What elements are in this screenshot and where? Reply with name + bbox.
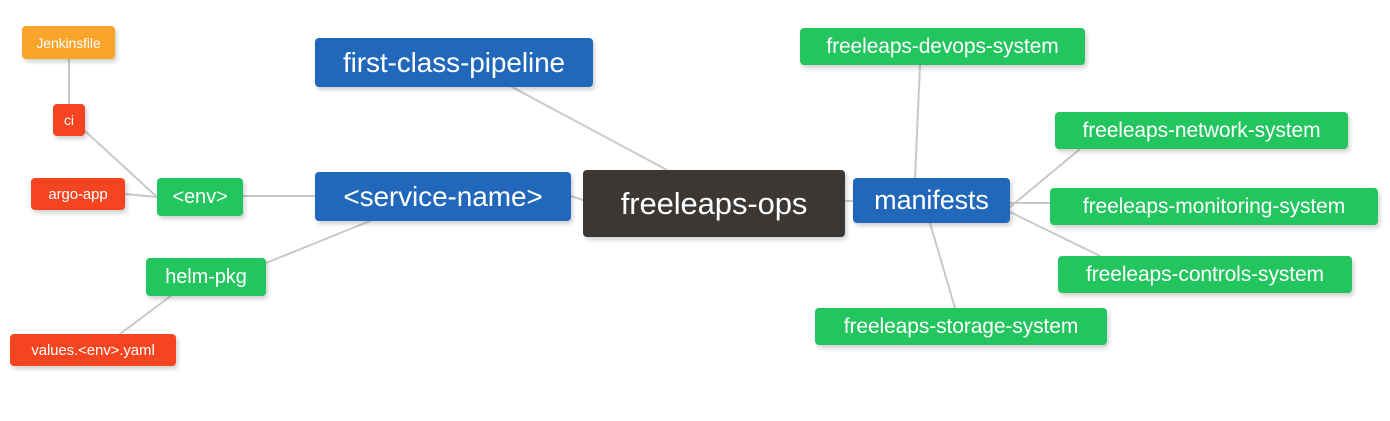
mindmap-node-env[interactable]: <env> — [157, 178, 243, 216]
node-label-helm-pkg: helm-pkg — [165, 266, 247, 288]
edge-manifests-to-freeleaps-storage-system — [929, 222, 956, 309]
mindmap-node-ci[interactable]: ci — [53, 104, 85, 136]
mindmap-node-service-name[interactable]: <service-name> — [315, 172, 571, 221]
mindmap-node-values-yaml[interactable]: values.<env>.yaml — [10, 334, 176, 366]
node-label-freeleaps-ops: freeleaps-ops — [620, 186, 808, 221]
mindmap-node-freeleaps-network-system[interactable]: freeleaps-network-system — [1055, 112, 1348, 149]
edge-argo-app-to-env — [124, 193, 158, 198]
edge-first-class-pipeline-to-freeleaps-ops — [511, 86, 668, 171]
node-label-freeleaps-storage-system: freeleaps-storage-system — [843, 315, 1079, 338]
node-label-manifests: manifests — [874, 185, 989, 215]
mindmap-node-freeleaps-storage-system[interactable]: freeleaps-storage-system — [815, 308, 1107, 345]
edge-service-name-to-freeleaps-ops — [570, 195, 584, 201]
node-label-jenkinsfile: Jenkinsfile — [36, 34, 101, 51]
node-label-freeleaps-devops-system: freeleaps-devops-system — [826, 35, 1059, 58]
edge-helm-pkg-to-values-yaml — [119, 291, 177, 335]
mindmap-node-argo-app[interactable]: argo-app — [31, 178, 125, 210]
node-label-freeleaps-network-system: freeleaps-network-system — [1082, 119, 1321, 142]
node-label-values-yaml: values.<env>.yaml — [31, 341, 155, 359]
edge-manifests-to-freeleaps-devops-system — [914, 64, 921, 179]
node-label-freeleaps-controls-system: freeleaps-controls-system — [1086, 263, 1324, 286]
mindmap-node-manifests[interactable]: manifests — [853, 178, 1010, 223]
mindmap-node-jenkinsfile[interactable]: Jenkinsfile — [22, 26, 115, 59]
mindmap-node-freeleaps-monitoring-system[interactable]: freeleaps-monitoring-system — [1050, 188, 1378, 225]
node-label-argo-app: argo-app — [48, 185, 108, 203]
edge-service-name-to-helm-pkg — [265, 220, 371, 264]
mindmap-node-freeleaps-controls-system[interactable]: freeleaps-controls-system — [1058, 256, 1352, 293]
mindmap-node-freeleaps-devops-system[interactable]: freeleaps-devops-system — [800, 28, 1085, 65]
node-label-first-class-pipeline: first-class-pipeline — [342, 46, 566, 78]
node-label-service-name: <service-name> — [343, 180, 543, 212]
mindmap-node-helm-pkg[interactable]: helm-pkg — [146, 258, 266, 296]
mindmap-node-first-class-pipeline[interactable]: first-class-pipeline — [315, 38, 593, 87]
node-label-ci: ci — [64, 112, 74, 128]
mindmap-node-freeleaps-ops[interactable]: freeleaps-ops — [583, 170, 845, 237]
node-label-env: <env> — [172, 186, 228, 208]
node-label-freeleaps-monitoring-system: freeleaps-monitoring-system — [1082, 195, 1346, 218]
